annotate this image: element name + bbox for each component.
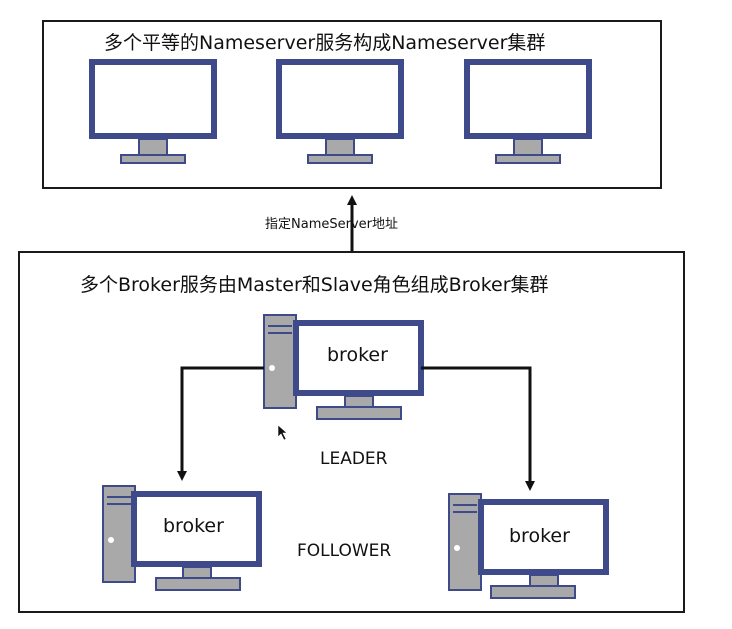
leader-to-follower-1-arrow [177, 366, 264, 481]
follower-2-broker-label: broker [509, 525, 570, 547]
broker-cluster-title: 多个Broker服务由Master和Slave角色组成Broker集群 [80, 274, 549, 296]
leader-broker-label: broker [327, 344, 388, 366]
monitor-icon [276, 59, 404, 164]
monitor-icon [89, 59, 217, 164]
nameserver-cluster-title: 多个平等的Nameserver服务构成Nameserver集群 [104, 32, 546, 54]
monitor-icon [464, 59, 592, 164]
follower-1-broker-label: broker [163, 515, 224, 537]
leader-to-follower-2-arrow [421, 366, 535, 491]
monitor-icon [293, 320, 424, 420]
computer-tower-icon [448, 493, 482, 591]
computer-tower-icon [102, 485, 136, 583]
leader-role-label: LEADER [320, 449, 388, 469]
computer-tower-icon [263, 314, 297, 409]
connection-label: 指定NameServer地址 [265, 217, 398, 232]
mouse-cursor-icon [277, 424, 288, 441]
follower-role-label: FOLLOWER [297, 541, 392, 561]
monitor-icon [478, 499, 609, 599]
monitor-icon [131, 491, 262, 591]
